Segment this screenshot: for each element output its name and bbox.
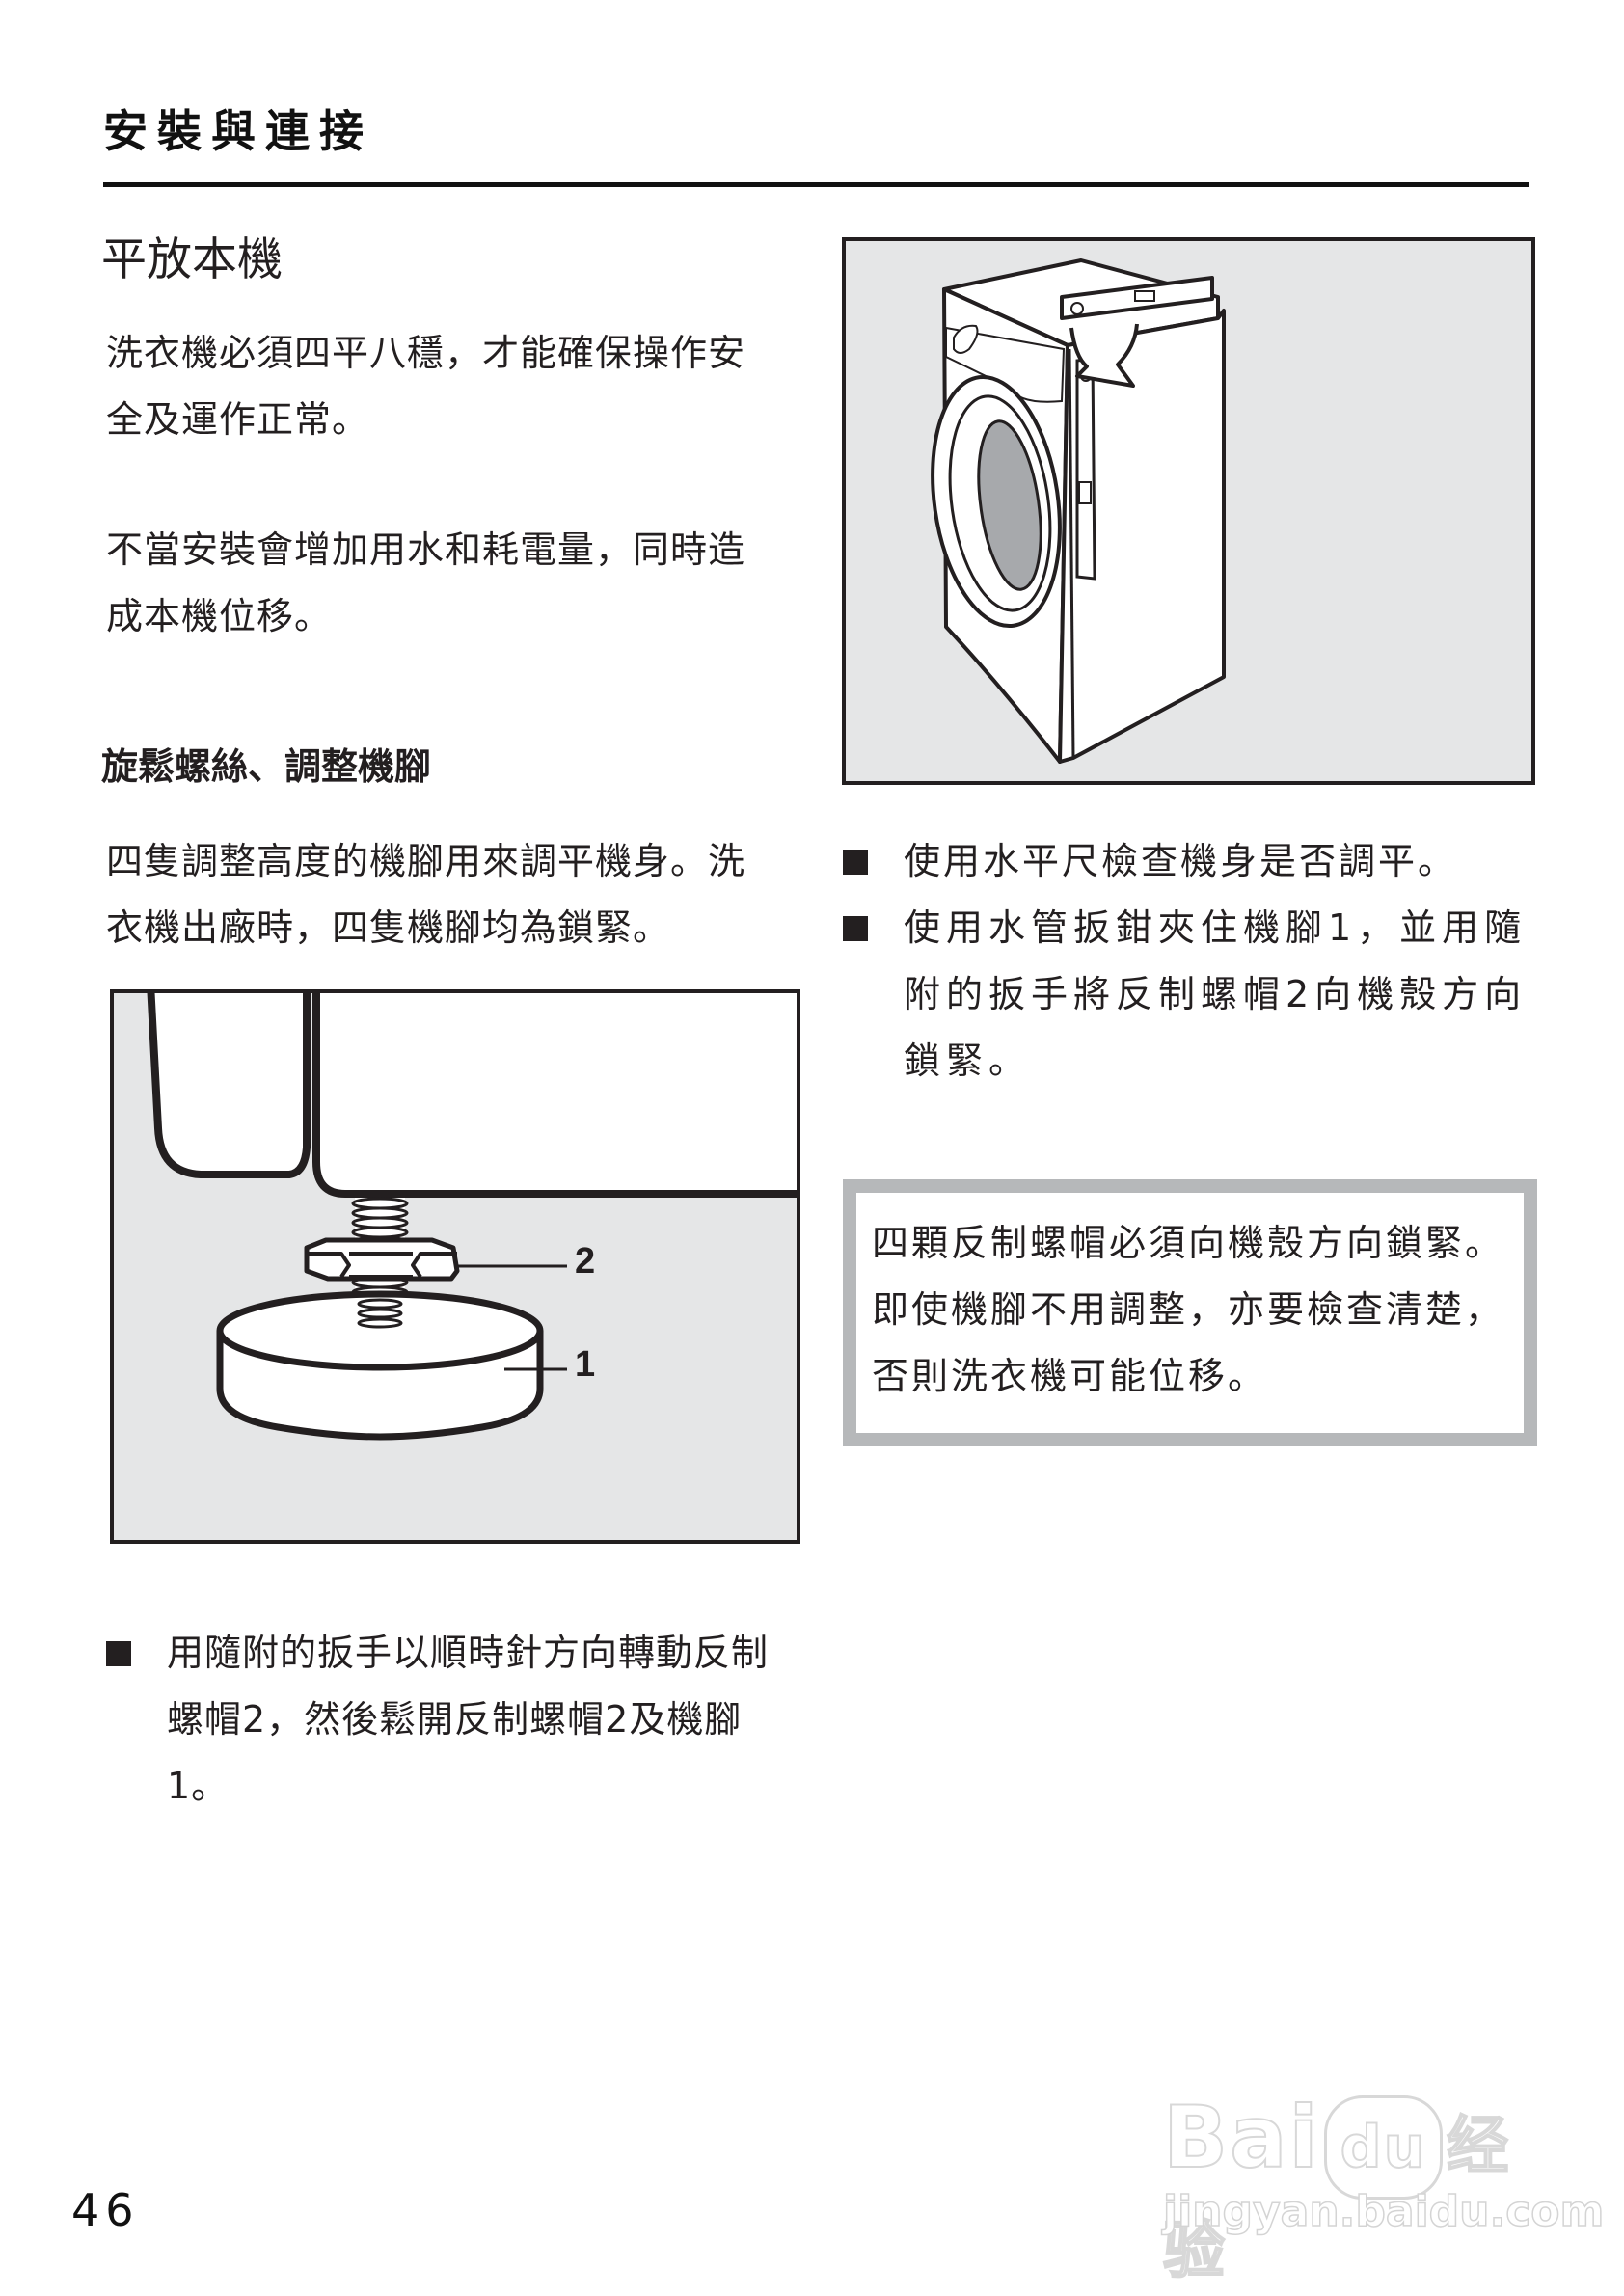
- right-bullet-text-1: 使用水平尺檢查機身是否調平。: [904, 840, 1458, 882]
- left-bullet-text: 用隨附的扳手以順時針方向轉動反制螺帽2，然後鬆開反制螺帽2及機腳1。: [167, 1632, 770, 1807]
- watermark-paw-text: du: [1340, 2113, 1427, 2182]
- drum-opening: [977, 419, 1042, 591]
- watermark-logo-text: Bai: [1162, 2088, 1320, 2187]
- bullet-square-icon: [843, 916, 868, 941]
- washing-machine-drawing: [931, 258, 1226, 764]
- right-bullet-text-2: 使用水管扳鉗夾住機腳1，並用隨附的扳手將反制螺帽2向機殼方向鎖緊。: [904, 906, 1528, 1082]
- right-bullet-item-2: 使用水管扳鉗夾住機腳1，並用隨附的扳手將反制螺帽2向機殼方向鎖緊。: [843, 895, 1537, 1094]
- subsection-title: 旋鬆螺絲、調整機腳: [101, 745, 432, 788]
- adjustable-foot-illustration: 2 1: [110, 989, 800, 1544]
- header-divider: [103, 182, 1529, 187]
- bullet-square-icon: [843, 850, 868, 875]
- page-number: 46: [71, 2184, 140, 2236]
- right-bullet-item-1: 使用水平尺檢查機身是否調平。: [843, 828, 1537, 895]
- watermark-url: jingyan.baidu.com: [1162, 2187, 1605, 2236]
- washing-machine-level-illustration: [842, 237, 1535, 785]
- left-bullet-item: 用隨附的扳手以順時針方向轉動反制螺帽2，然後鬆開反制螺帽2及機腳1。: [106, 1620, 781, 1820]
- section-title: 平放本機: [101, 233, 283, 286]
- watermark-suffix: 经验: [1162, 2110, 1511, 2288]
- page-header-title: 安裝與連接: [103, 105, 373, 157]
- machine-foot: [216, 1290, 544, 1441]
- paw-icon: du: [1323, 2095, 1444, 2200]
- warning-note-box: 四顆反制螺帽必須向機殼方向鎖緊。即使機腳不用調整，亦要檢查清楚，否則洗衣機可能位…: [843, 1179, 1537, 1446]
- lock-nut: [304, 1237, 460, 1282]
- intro-paragraph-1: 洗衣機必須四平八穩，才能確保操作安全及運作正常。: [106, 332, 746, 441]
- rotation-arrow-icon: [1069, 323, 1139, 388]
- callout-label-2: 2: [575, 1241, 596, 1282]
- bullet-square-icon: [106, 1641, 131, 1666]
- warning-note-text: 四顆反制螺帽必須向機殼方向鎖緊。即使機腳不用調整，亦要檢查清楚，否則洗衣機可能位…: [872, 1222, 1505, 1397]
- subsection-paragraph: 四隻調整高度的機腳用來調平機身。洗衣機出廠時，四隻機腳均為鎖緊。: [106, 840, 746, 949]
- intro-paragraph-2: 不當安裝會增加用水和耗電量，同時造成本機位移。: [106, 528, 746, 637]
- callout-label-1: 1: [575, 1344, 596, 1385]
- adjustable-foot-drawing: [147, 993, 797, 1441]
